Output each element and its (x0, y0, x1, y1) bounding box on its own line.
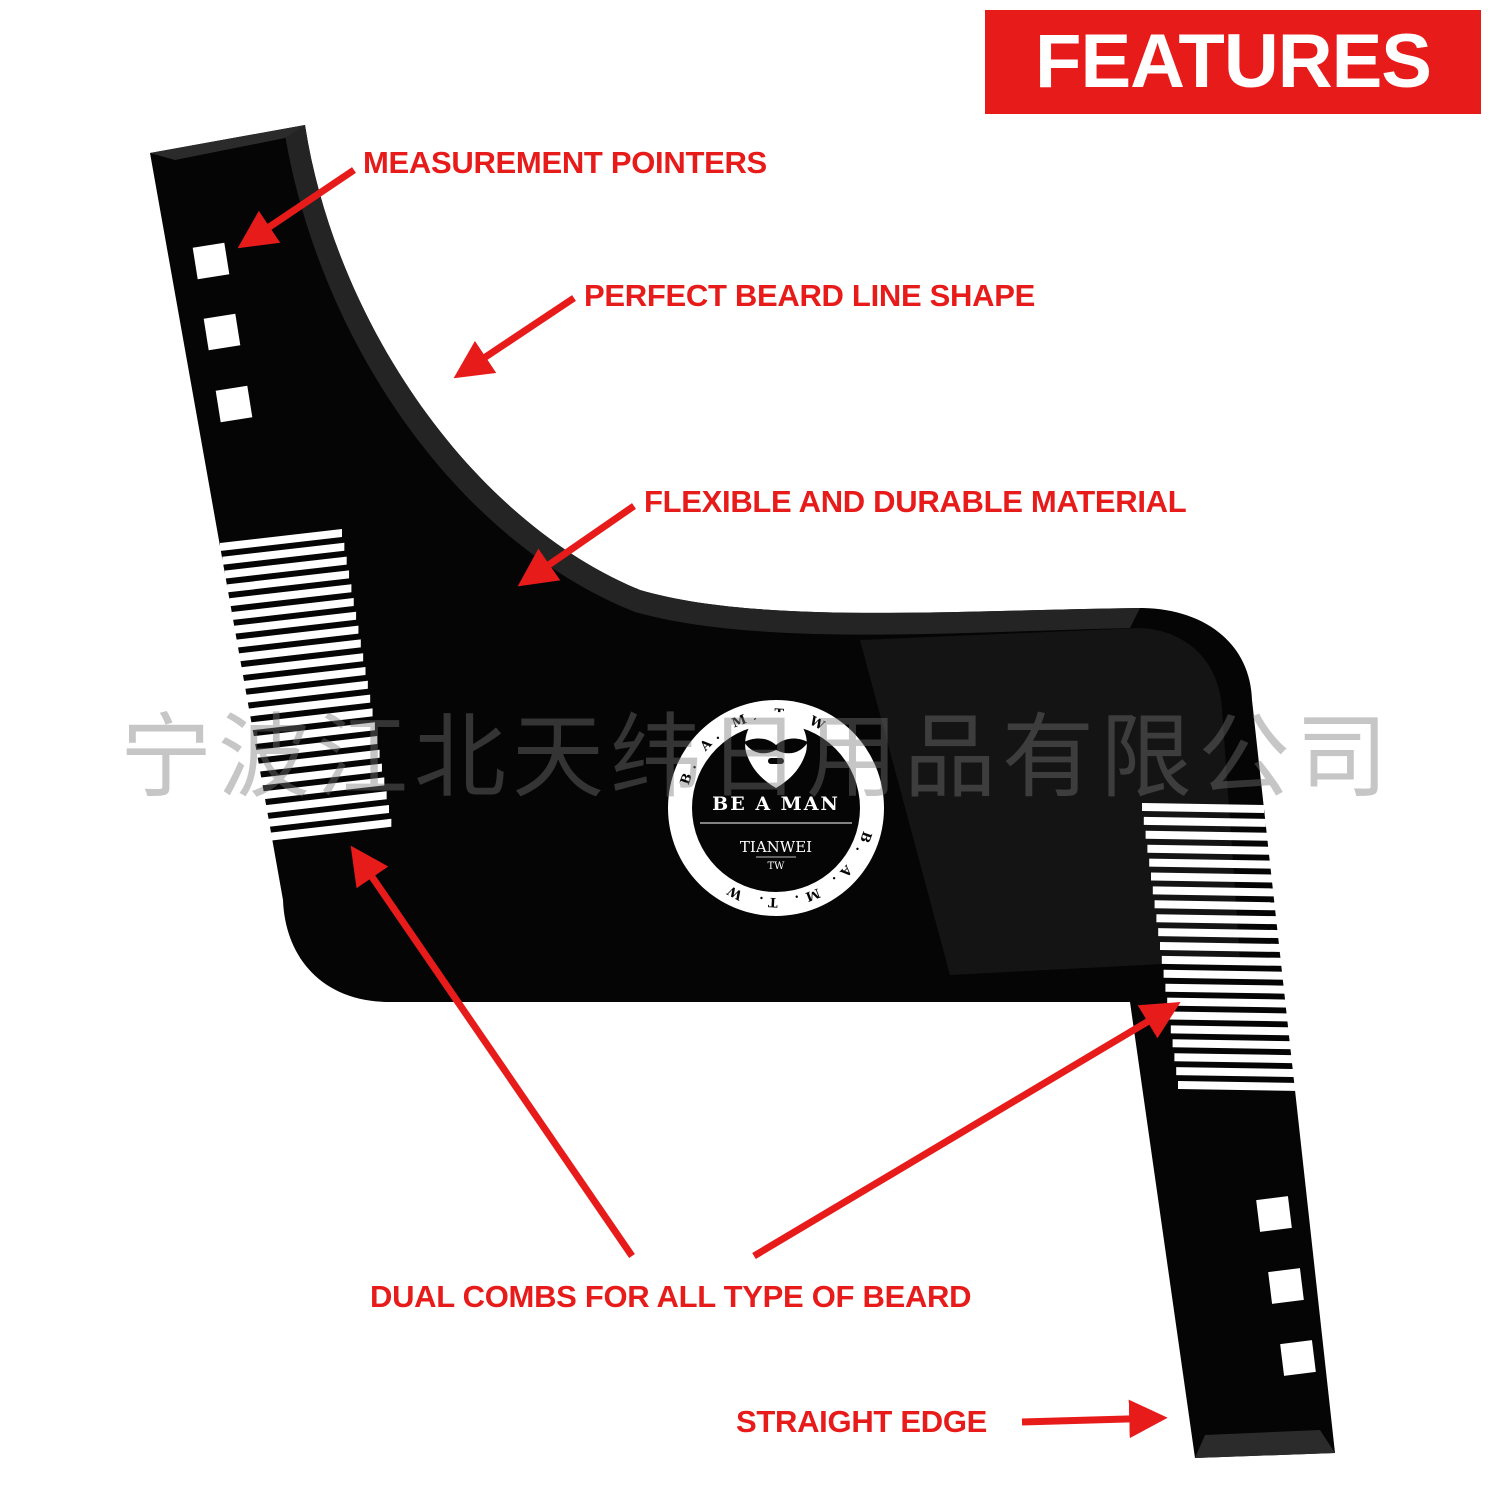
comb-tooth (1142, 803, 1264, 813)
comb-tooth (222, 542, 345, 565)
measurement-pointers-top (192, 242, 253, 423)
comb-tooth (236, 625, 359, 648)
comb-tooth (1176, 1067, 1299, 1078)
callout-measurement-pointers: MEASUREMENT POINTERS (363, 145, 767, 180)
comb-tooth (1165, 983, 1288, 994)
features-title: FEATURES (1035, 19, 1432, 104)
callout-dual-combs: DUAL COMBS FOR ALL TYPE OF BEARD (370, 1279, 972, 1314)
measurement-pointers-bottom (1256, 1196, 1316, 1376)
comb-tooth (229, 584, 352, 607)
comb-tooth (255, 736, 378, 758)
comb-tooth (1151, 872, 1273, 883)
comb-tooth (241, 653, 364, 676)
comb-tooth (259, 763, 382, 786)
comb-tooth (1170, 1025, 1293, 1036)
comb-tooth (1178, 1081, 1300, 1091)
comb-tooth (1163, 969, 1286, 980)
arrow-flexible-material (517, 503, 636, 587)
comb-tooth (1149, 858, 1272, 869)
logo-maker-text: TIANWEI (740, 838, 812, 856)
callout-perfect-beard-line-shape: PERFECT BEARD LINE SHAPE (584, 278, 1035, 313)
comb-tooth (262, 777, 385, 800)
comb-tooth (1147, 844, 1270, 855)
comb-tooth (224, 556, 347, 579)
comb-tooth (231, 598, 354, 620)
bottom-tip-bevel (1195, 1430, 1335, 1458)
beard-emblem-icon (744, 712, 808, 788)
comb-tooth (245, 680, 368, 703)
callout-arrows (237, 167, 1181, 1439)
comb-tooth (1161, 955, 1284, 966)
logo-brand-text: BE A MAN (712, 793, 840, 815)
comb-tooth (1172, 1039, 1295, 1050)
comb-tooth (257, 749, 380, 772)
company-watermark: 宁波江北天纬日用品有限公司 (120, 704, 1395, 811)
comb-tooth (1174, 1053, 1297, 1064)
arrow-beard-line-shape (453, 295, 576, 379)
comb-tooth (1152, 886, 1275, 897)
comb-tooth (220, 529, 342, 551)
arrow-straight-edge (1021, 1399, 1168, 1439)
comb-tooth (252, 722, 375, 745)
comb-tooth (1160, 942, 1282, 952)
arrow-measurement-pointers (237, 167, 356, 249)
comb-tooth (248, 694, 371, 717)
left-comb-teeth (220, 529, 392, 841)
comb-tooth (243, 667, 366, 689)
right-wing-bevel (860, 628, 1240, 975)
beard-line-bevel (285, 125, 1140, 635)
comb-tooth (1158, 928, 1281, 939)
comb-tooth (234, 611, 357, 634)
brand-logo: B. A. M. T. W B. A. M. T. W BE A MAN TIA… (668, 700, 884, 916)
arrow-left-comb (350, 845, 635, 1258)
comb-tooth (250, 708, 373, 731)
arrow-right-comb (752, 1002, 1181, 1260)
comb-tooth (269, 818, 392, 841)
comb-tooth (1156, 914, 1279, 925)
comb-tooth (264, 791, 387, 814)
logo-initials-text: TW (768, 861, 786, 872)
top-tip-bevel (150, 125, 305, 160)
comb-tooth (267, 805, 389, 827)
comb-tooth (1145, 830, 1268, 841)
callout-flexible-durable-material: FLEXIBLE AND DURABLE MATERIAL (644, 484, 1187, 519)
callout-straight-edge: STRAIGHT EDGE (736, 1404, 988, 1439)
features-banner: FEATURES (985, 10, 1481, 114)
comb-tooth (1169, 1011, 1291, 1022)
right-comb-teeth (1142, 803, 1300, 1091)
comb-tooth (227, 570, 350, 593)
comb-tooth (1154, 900, 1277, 911)
comb-tooth (238, 639, 361, 662)
comb-tooth (1167, 997, 1290, 1008)
comb-tooth (1143, 816, 1266, 827)
